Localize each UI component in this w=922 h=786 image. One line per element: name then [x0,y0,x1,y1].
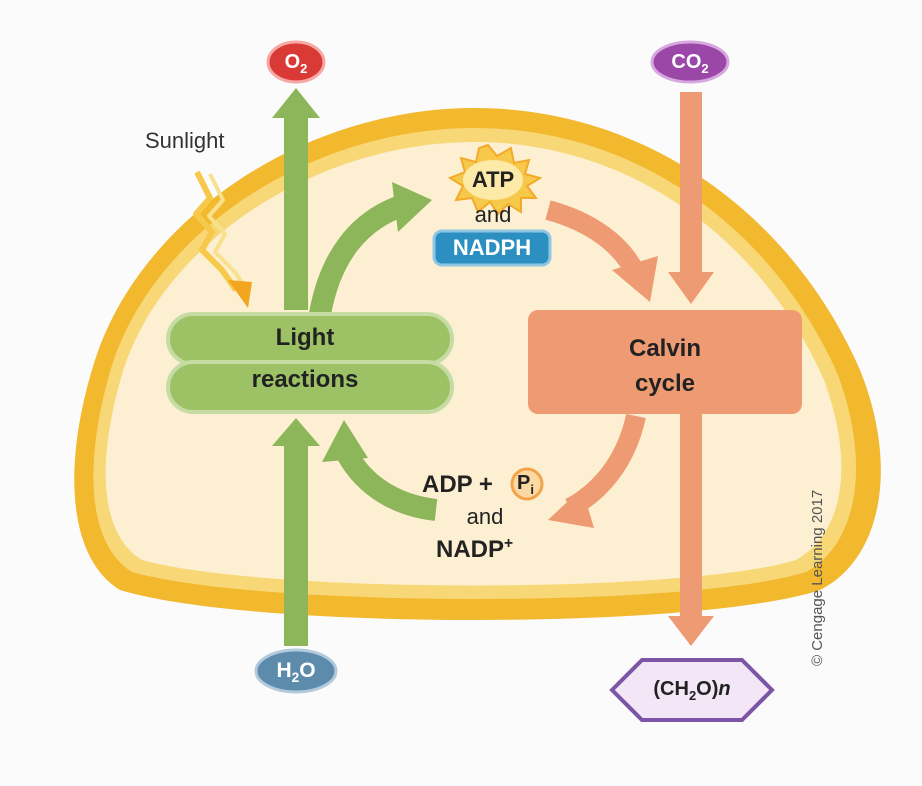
and-label-top: and [474,202,512,227]
pi-label-sub: i [530,482,534,497]
h2o-label-h: H [276,659,292,682]
h2o-arrow-head [272,418,320,446]
calvin-in-curved-arrow-head [612,256,658,302]
thylakoid-bottom [166,360,454,414]
and-label-bottom: and [466,504,504,529]
atp-curved-arrow-head [392,182,432,232]
adp-curved-arrow-head [322,420,368,462]
copyright-label: © Cengage Learning 2017 [809,489,826,666]
nadp-label: NADP+ [436,535,514,563]
calvin-out-curved-arrow-head [548,488,594,528]
co2-label-main: CO [671,51,702,73]
light-reactions-label-2: reactions [251,366,359,393]
o2-arrow-head [272,88,320,118]
o2-label-sub: 2 [300,61,308,76]
h2o-label: H2O [256,659,336,685]
atp-label: ATP [471,167,515,192]
atp-curved-arrow [309,194,408,317]
h2o-badge [254,648,338,694]
co2-arrow-shaft [680,92,702,278]
nadph-label: NADPH [452,235,532,260]
calvin-in-curved-arrow [545,200,643,276]
light-reactions-label-1: Light [275,324,335,351]
ch2on-label-n: n [718,678,731,700]
atp-burst-core [463,160,523,200]
calvin-cycle-label-1: Calvin [628,335,702,362]
ch2on-label-b: O) [696,678,719,700]
o2-arrow-shaft [284,112,308,310]
o2-label-main: O [284,51,301,73]
calvin-cycle-label-2: cycle [634,370,696,397]
co2-badge [650,40,730,84]
ch2on-hexagon [609,658,775,722]
ch2on-arrow-head [668,616,714,646]
nadp-label-sup: + [504,535,514,552]
sunlight-wave [193,170,239,292]
o2-badge [266,40,326,84]
pi-label: Pi [517,472,534,496]
pi-circle [510,467,544,501]
o2-label: O2 [268,51,324,75]
co2-label-sub: 2 [701,61,709,76]
h2o-arrow-shaft [284,440,308,646]
nadp-label-main: NADP [436,536,505,563]
h2o-label-sub: 2 [291,670,300,686]
h2o-label-o: O [299,659,316,682]
ch2on-arrow-shaft [680,412,702,622]
adp-label: ADP + [422,471,493,498]
ch2on-label-sub: 2 [688,688,697,703]
co2-label: CO2 [652,51,728,75]
pi-label-main: P [517,472,531,494]
ch2on-label-a: (CH [653,678,689,700]
sunlight-arrow-head [228,280,252,308]
ch2on-label: (CH2O)n [612,678,772,702]
co2-arrow-head [668,272,714,304]
sunlight-wave-2 [207,173,246,288]
calvin-cycle-box [528,310,802,414]
nadph-pill [432,229,552,267]
sunlight-label: Sunlight [145,128,225,153]
